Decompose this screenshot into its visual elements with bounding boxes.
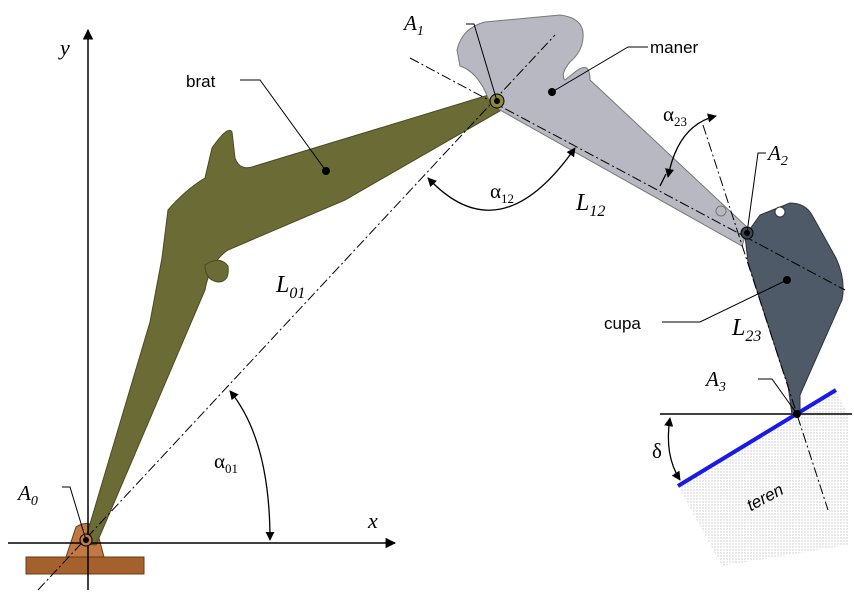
ground-line — [676, 388, 838, 488]
leader-cupa — [662, 279, 788, 323]
label-l23: L23 — [731, 315, 761, 345]
label-l01: L01 — [275, 272, 305, 302]
boom-body — [83, 93, 506, 546]
label-a3: A3 — [704, 367, 726, 395]
base-plate — [25, 556, 145, 575]
label-brat: brat — [186, 72, 216, 91]
line-l01 — [37, 34, 556, 591]
label-a1: A1 — [402, 11, 424, 39]
bucket — [744, 202, 844, 416]
arc-alpha23 — [665, 113, 717, 178]
leader-maner — [551, 46, 648, 93]
label-l12: L12 — [575, 190, 605, 220]
label-alpha23: α23 — [663, 102, 687, 129]
leader-lines — [62, 23, 798, 541]
boom — [83, 93, 506, 546]
terrain-hatch — [678, 390, 848, 566]
bucket-body — [744, 202, 844, 416]
label-alpha01: α01 — [214, 449, 238, 476]
y-axis-label: y — [58, 35, 70, 60]
label-cupa: cupa — [604, 314, 641, 333]
base — [25, 523, 145, 575]
arc-delta — [664, 417, 681, 481]
construction-lines — [37, 34, 846, 591]
arc-alpha12 — [427, 147, 576, 211]
arc-alpha01 — [229, 390, 275, 541]
boom-tab — [204, 259, 229, 283]
stick-hole — [715, 205, 727, 217]
label-a2: A2 — [766, 141, 788, 169]
leader-a0 — [62, 486, 87, 541]
label-a0: A0 — [16, 481, 38, 509]
angle-arcs — [229, 113, 717, 541]
leader-brat — [240, 79, 327, 172]
tick-l12 — [659, 173, 667, 187]
leader-a1 — [466, 23, 498, 102]
line-l12 — [409, 57, 846, 291]
leader-a3 — [758, 378, 798, 415]
bucket-hole — [774, 206, 786, 218]
leader-a2 — [746, 152, 766, 234]
axes: x y — [8, 28, 397, 590]
label-delta: δ — [652, 439, 662, 463]
terrain: teren — [660, 388, 852, 566]
line-l23 — [702, 124, 829, 511]
x-axis-label: x — [367, 508, 378, 533]
label-alpha12: α12 — [490, 179, 514, 206]
label-maner: maner — [650, 38, 699, 57]
